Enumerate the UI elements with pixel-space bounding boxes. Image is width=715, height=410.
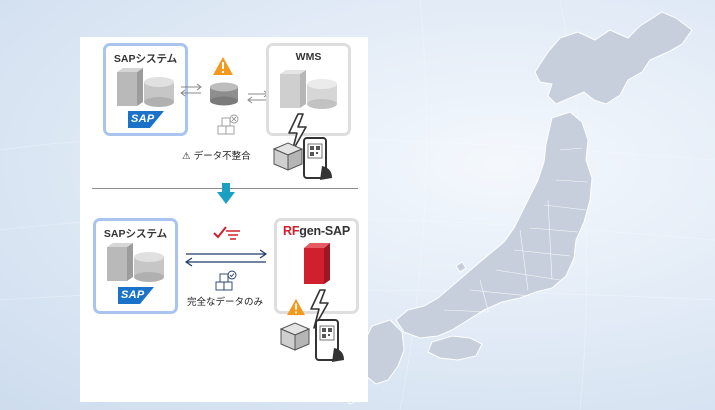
package-icon	[279, 322, 311, 351]
sap-logo: SAP	[128, 111, 164, 128]
server-database-icon	[280, 70, 337, 109]
lightning-icon	[288, 113, 307, 153]
lightning-icon	[310, 289, 329, 329]
bottom-sap-system-box: SAPシステム SAP	[93, 218, 178, 314]
complete-data-only-caption: 完全なデータのみ	[187, 297, 264, 308]
database-icon	[210, 82, 238, 106]
boxes-check-icon	[215, 270, 237, 291]
rfgen-sap-title: RFgen-SAP	[283, 224, 350, 238]
top-sap-system-box: SAPシステム SAP	[103, 43, 188, 136]
wms-box: WMS	[266, 43, 351, 136]
warning-glyph-icon: ⚠	[182, 151, 191, 162]
wms-box-title: WMS	[295, 51, 322, 63]
smartphone-qr-icon	[303, 137, 332, 180]
server-database-icon	[117, 68, 174, 107]
bottom-sap-box-title: SAPシステム	[103, 228, 168, 240]
integration-diagram-panel: SAPシステム SAP	[80, 37, 368, 402]
bidirectional-arrows-icon	[184, 249, 268, 267]
data-inconsistency-caption: ⚠ データ不整合	[182, 151, 251, 162]
top-sap-box-title: SAPシステム	[113, 53, 178, 65]
server-database-icon	[107, 243, 164, 282]
warning-icon	[213, 57, 233, 75]
sap-logo: SAP	[118, 287, 154, 304]
warning-icon	[287, 298, 305, 316]
boxes-icon	[217, 114, 239, 135]
bidirectional-arrows-icon	[180, 83, 202, 97]
down-arrow-icon	[217, 183, 235, 204]
japan-map	[337, 11, 693, 405]
check-list-icon	[213, 226, 240, 240]
smartphone-qr-icon	[315, 319, 344, 362]
rfgen-server-icon	[304, 243, 330, 284]
package-icon	[272, 142, 304, 171]
